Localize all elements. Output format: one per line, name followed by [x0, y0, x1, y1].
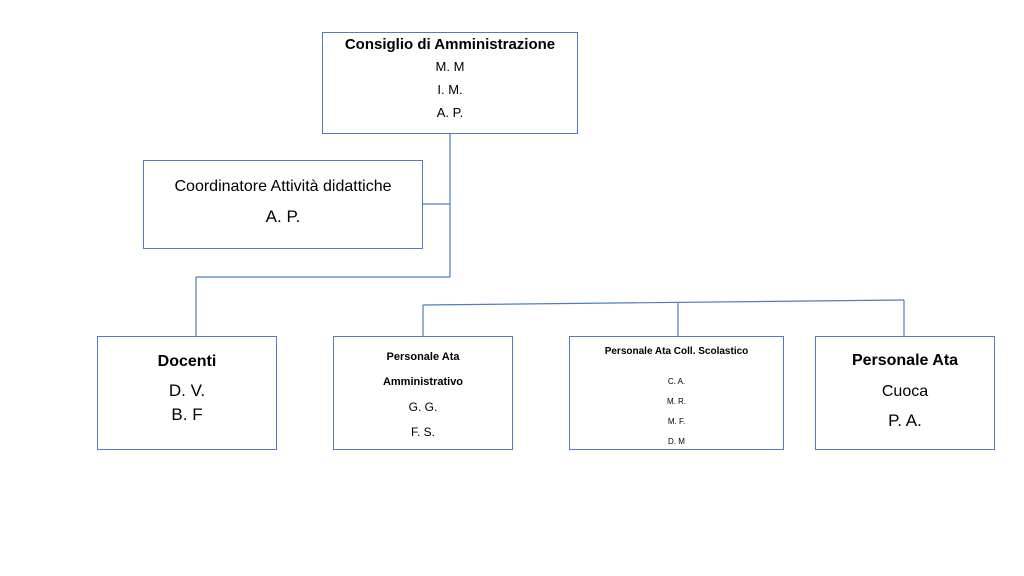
- teachers-title: Docenti: [157, 353, 217, 370]
- board-member: M. M: [435, 59, 465, 74]
- school-assistant-member: C. A.: [667, 377, 686, 386]
- coordinator-member: A. P.: [265, 207, 301, 226]
- school-assistant-member: D. M: [668, 437, 685, 446]
- school-assistant-member: M. F.: [667, 417, 686, 426]
- admin-staff-member: G. G.: [408, 400, 438, 414]
- teacher-member: B. F: [171, 405, 203, 424]
- teachers-box: Docenti D. V. B. F: [97, 336, 277, 450]
- school-assistant-member: M. R.: [666, 397, 687, 406]
- admin-staff-member: F. S.: [410, 425, 435, 439]
- board-member: A. P.: [436, 105, 464, 120]
- coordinator-title: Coordinatore Attività didattiche: [174, 178, 392, 195]
- connector-staff-bus: [422, 299, 905, 306]
- cook-staff-member: P. A.: [888, 411, 922, 430]
- cook-staff-box: Personale Ata Cuoca P. A.: [815, 336, 995, 450]
- school-assistants-box: Personale Ata Coll. Scolastico C. A. M. …: [569, 336, 784, 450]
- admin-staff-title-line2: Amministrativo: [382, 376, 464, 388]
- coordinator-box: Coordinatore Attività didattiche A. P.: [143, 160, 423, 249]
- board-title: Consiglio di Amministrazione: [344, 36, 556, 53]
- board-member: I. M.: [437, 82, 463, 97]
- school-assistants-title: Personale Ata Coll. Scolastico: [604, 346, 749, 357]
- teacher-member: D. V.: [168, 381, 206, 400]
- admin-staff-box: Personale Ata Amministrativo G. G. F. S.: [333, 336, 513, 450]
- cook-staff-role: Cuoca: [881, 383, 929, 400]
- cook-staff-title: Personale Ata: [851, 352, 959, 369]
- admin-staff-title-line1: Personale Ata: [386, 351, 460, 363]
- board-of-directors-box: Consiglio di Amministrazione M. M I. M. …: [322, 32, 578, 134]
